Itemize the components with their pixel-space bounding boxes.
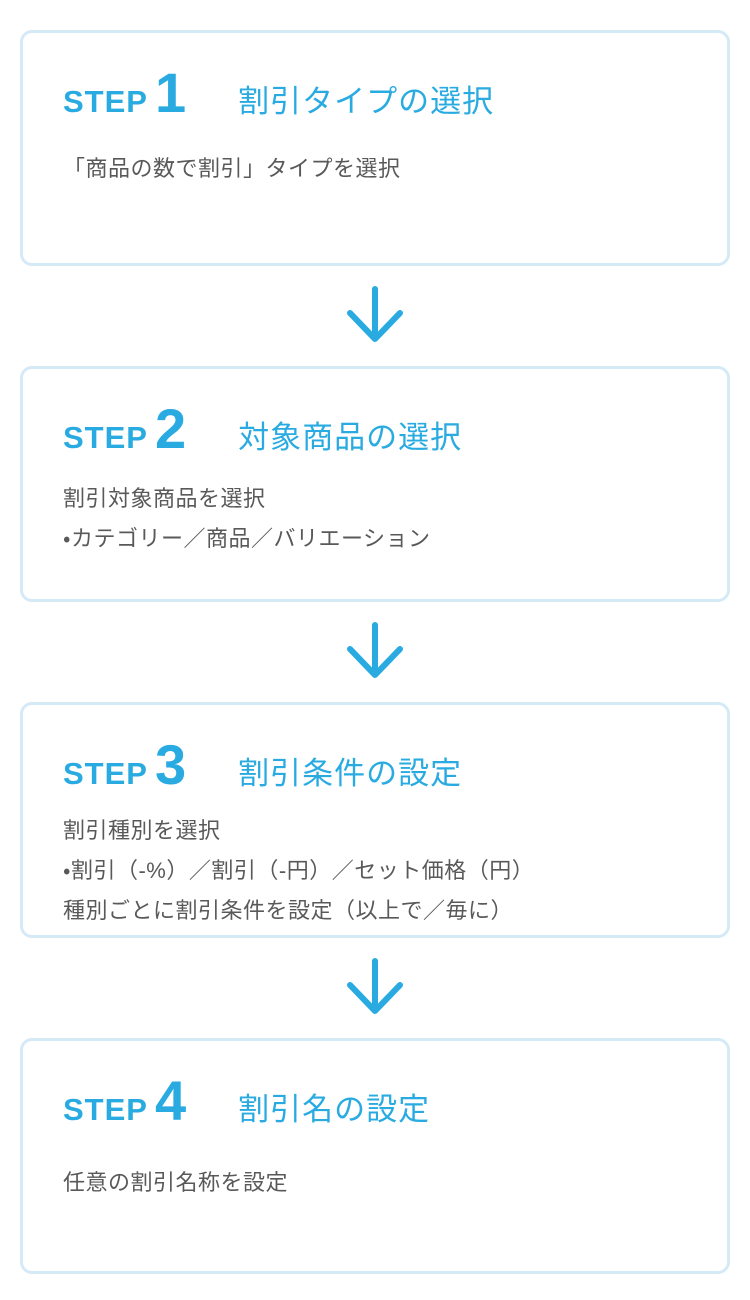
step-2-heading: STEP 2 対象商品の選択 [63,397,687,460]
step-2-line-2: ・カテゴリー／商品／バリエーション [63,526,431,551]
step-1-line-1: 「商品の数で割引」タイプを選択 [63,156,401,181]
step-3-heading: STEP 3 割引条件の設定 [63,733,687,796]
step-2-body: 割引対象商品を選択 ・カテゴリー／商品／バリエーション [63,479,687,559]
step-2-line-1: 割引対象商品を選択 [63,486,266,511]
step-3-title: 割引条件の設定 [238,756,463,791]
arrow-down-icon [347,958,403,1014]
step-4-number: 4 [154,1069,187,1132]
step-3-number: 3 [154,733,187,796]
arrow-down-icon [347,286,403,342]
arrow-gap-2 [0,602,750,702]
step-4-heading: STEP 4 割引名の設定 [63,1069,687,1132]
step-2-title: 対象商品の選択 [238,420,463,455]
step-1-number: 1 [154,61,187,124]
step-4-title: 割引名の設定 [238,1092,431,1127]
arrow-down-icon [347,622,403,678]
step-2-number: 2 [154,397,187,460]
step-card-1: STEP 1 割引タイプの選択 「商品の数で割引」タイプを選択 [20,30,730,266]
step-2-label: STEP [63,420,148,455]
step-card-4: STEP 4 割引名の設定 任意の割引名称を設定 [20,1038,730,1274]
step-1-title: 割引タイプの選択 [238,84,495,119]
arrow-gap-3 [0,938,750,1038]
step-4-line-1: 任意の割引名称を設定 [63,1170,289,1195]
step-card-2: STEP 2 対象商品の選択 割引対象商品を選択 ・カテゴリー／商品／バリエーシ… [20,366,730,602]
step-4-body: 任意の割引名称を設定 [63,1163,687,1203]
step-3-label: STEP [63,756,148,791]
step-1-heading: STEP 1 割引タイプの選択 [63,61,687,124]
step-3-line-1: 割引種別を選択 [63,818,221,843]
step-4-label: STEP [63,1092,148,1127]
step-1-body: 「商品の数で割引」タイプを選択 [63,149,687,189]
step-3-line-3: 種別ごとに割引条件を設定（以上で／毎に） [63,898,514,923]
step-3-body: 割引種別を選択 ・割引（-%）／割引（-円）／セット価格（円） 種別ごとに割引条… [63,811,687,931]
step-card-3: STEP 3 割引条件の設定 割引種別を選択 ・割引（-%）／割引（-円）／セッ… [20,702,730,938]
step-1-label: STEP [63,84,148,119]
arrow-gap-1 [0,266,750,366]
step-3-line-2: ・割引（-%）／割引（-円）／セット価格（円） [63,858,535,883]
